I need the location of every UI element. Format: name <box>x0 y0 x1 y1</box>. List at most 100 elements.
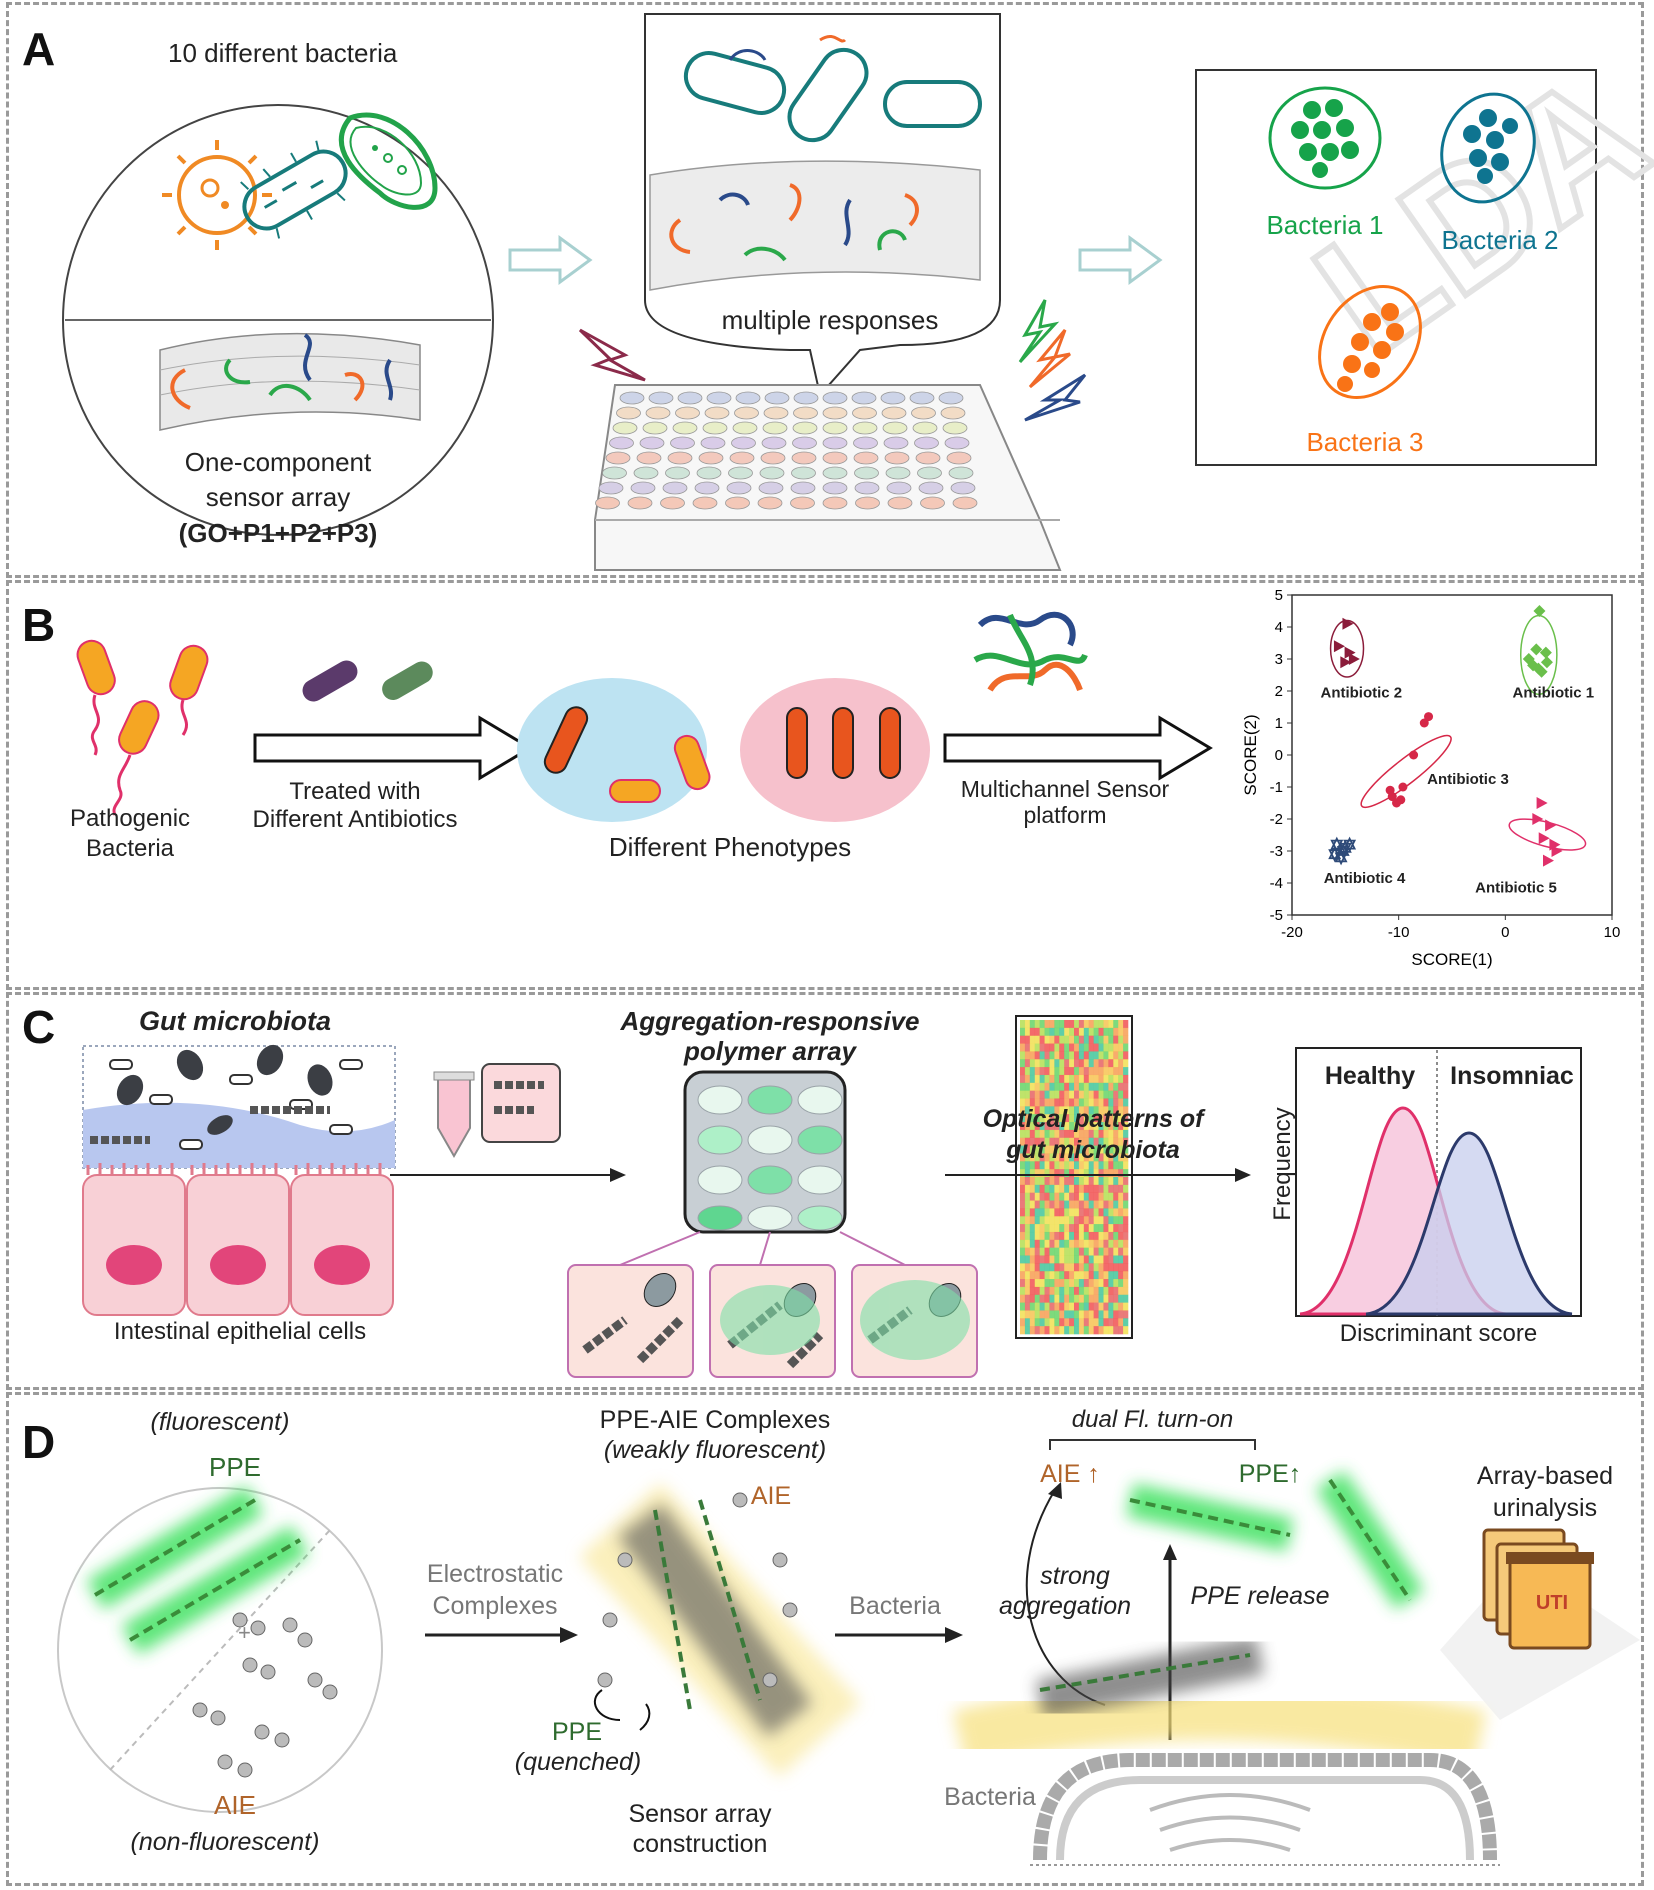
heatmap-cell <box>1069 1208 1075 1217</box>
electrostatic-line1: Electrostatic <box>426 1560 564 1588</box>
heatmap-cell <box>1123 1051 1129 1060</box>
polymer-array-line2: polymer array <box>684 1036 856 1066</box>
heatmap-cell <box>1024 1200 1031 1209</box>
heatmap-cell <box>1113 1255 1119 1264</box>
heatmap-cell <box>1118 1122 1124 1131</box>
heatmap-cell <box>1069 1255 1075 1264</box>
heatmap-cell <box>1118 1059 1124 1068</box>
heatmap-cell <box>1049 1122 1055 1131</box>
heatmap-cell <box>1083 1169 1090 1178</box>
heatmap-cell <box>1039 1137 1045 1146</box>
heatmap-cell <box>1034 1255 1040 1264</box>
heatmap-cell <box>1039 1247 1045 1256</box>
heatmap-cell <box>1108 1161 1114 1170</box>
heatmap-cell <box>1083 1027 1090 1036</box>
heatmap-cell <box>1049 1231 1055 1241</box>
heatmap-cell <box>1093 1224 1099 1233</box>
heatmap-cell <box>1083 1051 1090 1060</box>
heatmap-cell <box>1039 1020 1045 1029</box>
heatmap-cell <box>1078 1035 1085 1044</box>
lightning-left-icon <box>578 328 646 382</box>
heatmap-cell <box>1054 1161 1060 1170</box>
heatmap-cell <box>1024 1310 1031 1319</box>
heatmap-cell <box>1123 1302 1129 1311</box>
panel-d-label: D <box>22 1416 56 1468</box>
heatmap-cell <box>1074 1263 1080 1272</box>
heatmap-cell <box>1083 1098 1090 1107</box>
heatmap-cell <box>1039 1224 1045 1233</box>
heatmap-cell <box>1034 1224 1040 1233</box>
heatmap-cell <box>1093 1192 1099 1201</box>
heatmap-cell <box>1059 1051 1065 1060</box>
heatmap-cell <box>1049 1184 1055 1193</box>
scatter-point <box>1532 662 1545 675</box>
strong-line2: aggregation <box>998 1592 1132 1620</box>
multichannel-line2: platform <box>1023 802 1107 828</box>
arrow-a1-icon <box>508 235 593 285</box>
heatmap-cell <box>1049 1216 1055 1225</box>
heatmap-cell <box>1044 1224 1050 1233</box>
y-tick-label: 5 <box>1275 587 1283 604</box>
heatmap-cell <box>1029 1239 1036 1248</box>
responses-graphene-icon <box>649 160 981 291</box>
heatmap-cell <box>1118 1177 1124 1186</box>
heatmap-cell <box>1074 1129 1080 1139</box>
heatmap-cell <box>1083 1122 1090 1131</box>
scatter-point <box>1336 842 1350 860</box>
heatmap-cell <box>1044 1263 1050 1272</box>
heatmap-cell <box>1078 1286 1085 1296</box>
treated-line1: Treated with <box>289 778 421 805</box>
heatmap-cell <box>1093 1279 1099 1288</box>
series-label: Antibiotic 1 <box>1512 684 1594 701</box>
complex-line2: (weakly fluorescent) <box>603 1436 827 1464</box>
heatmap-cell <box>1098 1067 1104 1076</box>
heatmap-cell <box>1039 1114 1045 1123</box>
heatmap-cell <box>1113 1020 1119 1029</box>
bacteria-membrane-icon <box>952 1635 1500 1866</box>
heatmap-cell <box>1024 1271 1031 1280</box>
heatmap-cell <box>1103 1067 1109 1076</box>
heatmap-cell <box>1103 1051 1109 1060</box>
heatmap-cell <box>1074 1035 1080 1044</box>
heatmap-cell <box>1054 1286 1060 1296</box>
heatmap-cell <box>1054 1074 1060 1084</box>
insomniac-curve <box>1365 1131 1573 1316</box>
heatmap-cell <box>1118 1200 1124 1209</box>
uti-label: UTI <box>1535 1592 1569 1614</box>
heatmap-cell <box>1064 1177 1070 1186</box>
heatmap-cell <box>1044 1051 1050 1060</box>
cluster-label-3: Bacteria 3 <box>1306 427 1424 457</box>
heatmap-cell <box>1039 1294 1045 1303</box>
heatmap-cell <box>1083 1184 1090 1193</box>
heatmap-cell <box>1123 1020 1129 1029</box>
heatmap-cell <box>1074 1082 1080 1091</box>
heatmap-cell <box>1083 1239 1090 1248</box>
heatmap-cell <box>1064 1067 1070 1076</box>
heatmap-cell <box>1029 1302 1036 1311</box>
heatmap-cell <box>1113 1310 1119 1319</box>
heatmap-cell <box>1034 1286 1040 1296</box>
heatmap-cell <box>1103 1145 1109 1154</box>
heatmap-cell <box>1064 1129 1070 1139</box>
heatmap-cell <box>1074 1074 1080 1084</box>
heatmap-cell <box>1113 1279 1119 1288</box>
heatmap-cell <box>1098 1090 1104 1099</box>
heatmap-cell <box>1088 1208 1094 1217</box>
heatmap-cell <box>1118 1208 1124 1217</box>
series-label: Antibiotic 4 <box>1324 870 1406 887</box>
heatmap-cell <box>1113 1326 1119 1335</box>
heatmap-cell <box>1098 1200 1104 1209</box>
heatmap-cell <box>1064 1255 1070 1264</box>
heatmap-cell <box>1078 1145 1085 1154</box>
heatmap-cell <box>1039 1129 1045 1139</box>
heatmap-cell <box>1024 1043 1031 1052</box>
heatmap-cell <box>1059 1145 1065 1154</box>
heatmap-cell <box>1098 1310 1104 1319</box>
heatmap-cell <box>1020 1294 1026 1303</box>
heatmap-cell <box>1098 1208 1104 1217</box>
heatmap-cell <box>1059 1169 1065 1178</box>
heatmap-cell <box>1054 1027 1060 1036</box>
heatmap-cell <box>1029 1318 1036 1327</box>
cluster-label-1: Bacteria 1 <box>1266 210 1384 240</box>
heatmap-cell <box>1098 1247 1104 1256</box>
